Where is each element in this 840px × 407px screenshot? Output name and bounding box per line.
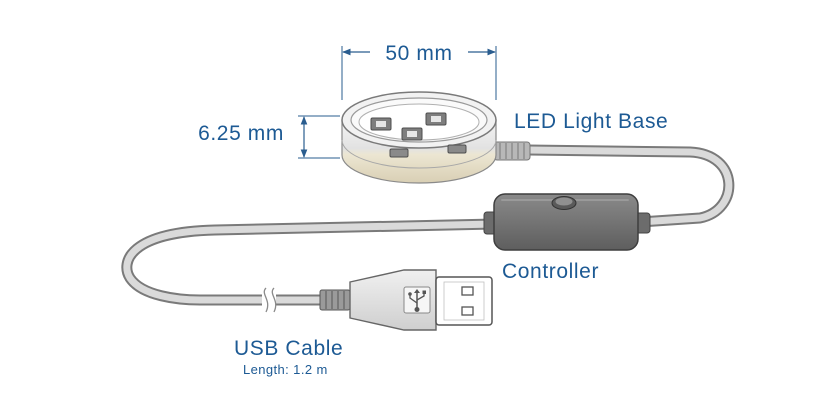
height-label: 6.25 mm [198, 122, 284, 145]
cable-length-label: Length: 1.2 m [243, 362, 328, 377]
led-light-base-label: LED Light Base [514, 110, 668, 133]
led-chip [389, 148, 409, 158]
cable-break-icon [262, 287, 277, 313]
controller-label: Controller [502, 260, 599, 283]
height-dimension [298, 115, 340, 159]
led-chip [401, 127, 423, 141]
usb-cable [121, 144, 735, 313]
led-light-base [341, 91, 531, 184]
power-button-icon [551, 196, 577, 210]
diameter-dimension [341, 38, 497, 100]
led-chip [447, 144, 467, 154]
usb-cable-label: USB Cable [234, 337, 343, 360]
led-chip [425, 112, 447, 126]
diameter-label: 50 mm [385, 42, 452, 65]
led-chip [370, 117, 392, 131]
usb-plug [319, 269, 493, 331]
usb-symbol-icon [403, 286, 431, 314]
controller [483, 193, 651, 251]
base-cable-connector [493, 141, 531, 161]
